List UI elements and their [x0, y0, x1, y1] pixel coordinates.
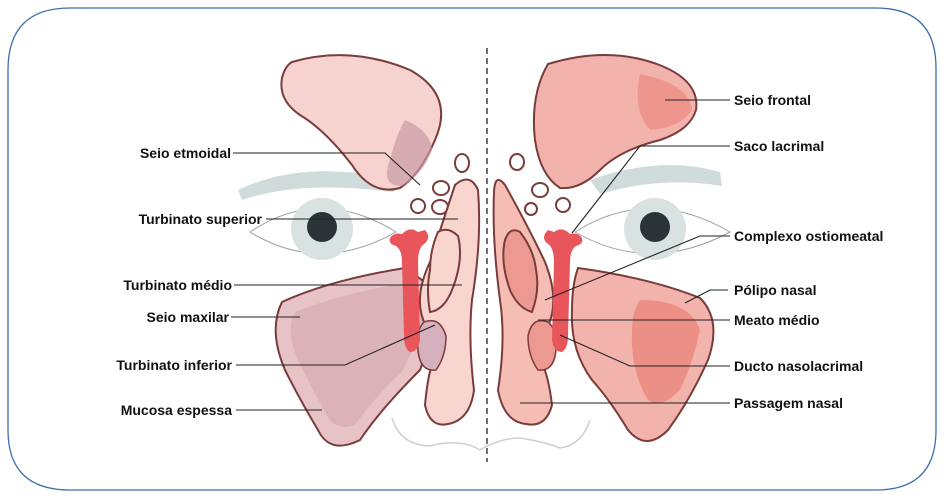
label-seio-etmoidal: Seio etmoidal: [140, 145, 231, 161]
label-polipo-nasal: Pólipo nasal: [734, 282, 816, 298]
label-mucosa-espessa: Mucosa espessa: [121, 402, 232, 418]
right-ethmoid-cell: [525, 203, 537, 215]
right-ethmoid-cell: [556, 198, 570, 212]
right-pupil: [640, 212, 670, 242]
right-ethmoid-cell: [532, 183, 548, 197]
label-turbinato-medio: Turbinato médio: [123, 277, 232, 293]
label-seio-frontal: Seio frontal: [734, 92, 811, 108]
left-pupil: [307, 212, 337, 242]
label-seio-maxilar: Seio maxilar: [147, 309, 230, 325]
right-ethmoid-cell: [510, 154, 524, 170]
label-turbinato-inferior: Turbinato inferior: [116, 357, 232, 373]
left-ethmoid-cell: [433, 181, 449, 195]
left-ethmoid-cell: [411, 199, 425, 213]
label-passagem-nasal: Passagem nasal: [734, 395, 843, 411]
label-meato-medio: Meato médio: [734, 312, 820, 328]
label-turbinato-superior: Turbinato superior: [139, 211, 263, 227]
label-saco-lacrimal: Saco lacrimal: [734, 138, 824, 154]
label-complexo-ostiomeatal: Complexo ostiomeatal: [734, 228, 883, 244]
left-ethmoid-cell: [455, 154, 469, 172]
label-ducto-nasolacrimal: Ducto nasolacrimal: [734, 358, 863, 374]
